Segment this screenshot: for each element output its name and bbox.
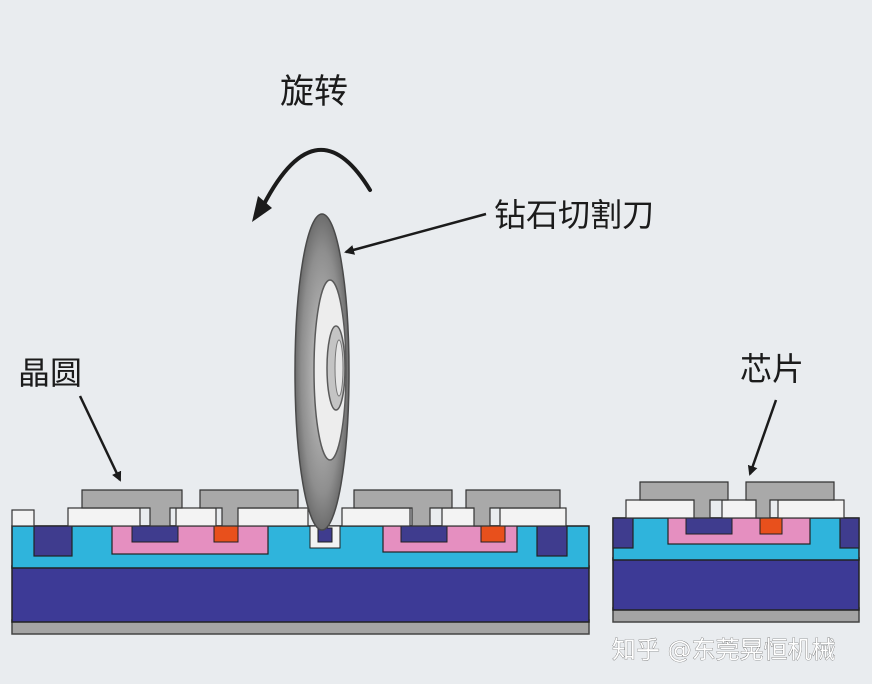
label-chip: 芯片	[740, 350, 804, 388]
wafer-dark-contact	[131, 525, 179, 543]
wafer-dark-well	[33, 525, 73, 557]
wafer-orange-contact	[213, 525, 239, 543]
rotation-arrow	[258, 147, 372, 214]
wafer-metal-block	[465, 489, 561, 527]
chip-metal-block	[639, 481, 729, 519]
blade-pointer-arrow	[344, 212, 487, 255]
wafer-metal-block	[353, 489, 453, 527]
chip-orange-contact	[759, 517, 783, 535]
chip-oxide	[625, 499, 699, 519]
chip-substrate	[612, 557, 860, 611]
wafer-oxide	[235, 507, 309, 527]
wafer-cross-section	[11, 489, 590, 635]
chip-cross-section	[612, 481, 860, 623]
diamond-blade	[294, 213, 350, 531]
chip-dark-well	[612, 517, 634, 549]
wafer-substrate	[11, 565, 590, 623]
wafer-dark-well	[536, 525, 568, 557]
wafer-dark-contact	[400, 525, 448, 543]
watermark-text: 知乎 @东莞晃恒机械	[612, 636, 836, 664]
wafer-oxide-left-step	[11, 509, 35, 527]
label-wafer: 晶圆	[18, 354, 82, 392]
chip-metal-block	[745, 481, 835, 519]
chip-pointer-arrow	[747, 399, 778, 476]
wafer-oxide	[341, 507, 411, 527]
wafer-pointer-arrow	[78, 395, 122, 482]
rotation-arrow-head	[252, 196, 272, 222]
label-blade: 钻石切割刀	[494, 196, 654, 234]
wafer-oxide	[67, 507, 141, 527]
wafer-oxide	[175, 507, 217, 527]
chip-dark-contact	[685, 517, 733, 535]
wafer-oxide	[499, 507, 567, 527]
wafer-metal-block	[81, 489, 183, 527]
blade-hub-center	[334, 339, 344, 397]
wafer-metal-block	[199, 489, 299, 527]
label-rotation: 旋转	[280, 72, 348, 112]
chip-oxide	[777, 499, 845, 519]
chip-dark-well	[839, 517, 860, 549]
wafer-orange-contact	[480, 525, 506, 543]
